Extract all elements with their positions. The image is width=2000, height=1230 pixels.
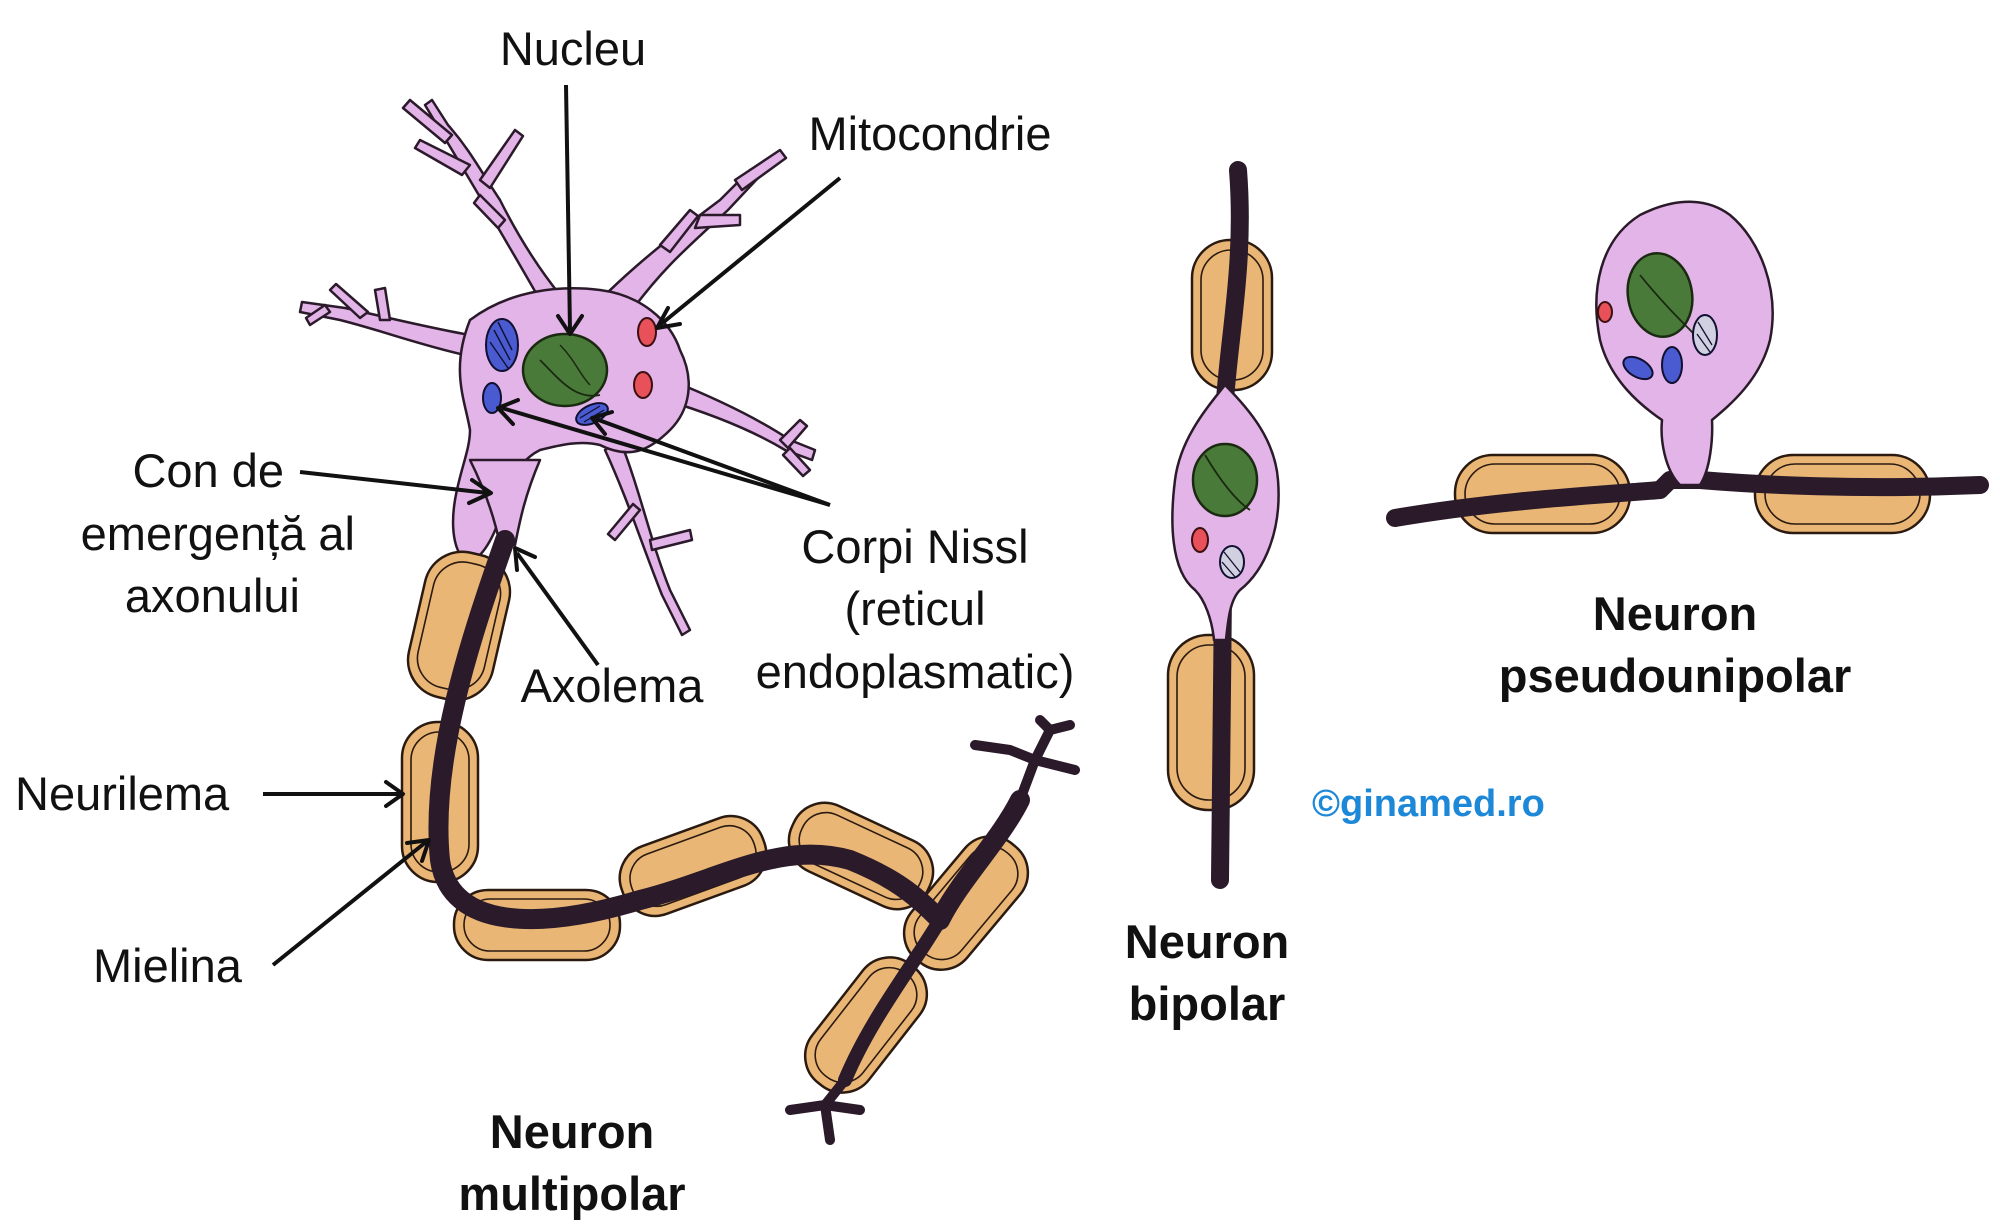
label-corpi-line3: endoplasmatic): [756, 645, 1075, 698]
label-con-line3: axonului: [125, 569, 300, 622]
pseudounipolar-neuron: [1386, 200, 1989, 535]
bipolar-neuron: [1166, 161, 1280, 889]
neuron-titles: Neuron multipolar Neuron bipolar Neuron …: [458, 587, 1851, 1220]
label-corpi-line2: (reticul: [844, 582, 985, 635]
label-con-line2: emergență al: [81, 507, 355, 560]
label-axolema: Axolema: [521, 659, 705, 712]
pseudounipolar-mitochondrion: [1597, 301, 1613, 323]
bipolar-nucleus: [1191, 442, 1259, 518]
label-mitocondrie: Mitocondrie: [809, 107, 1052, 160]
multipolar-nucleus: [521, 332, 609, 408]
title-multipolar-line2: multipolar: [458, 1167, 685, 1220]
multipolar-mitochondria: [633, 317, 657, 399]
pseudounipolar-soma: [1595, 200, 1774, 487]
label-corpi-line1: Corpi Nissl: [801, 520, 1028, 573]
label-mielina: Mielina: [93, 939, 243, 992]
label-nucleu: Nucleu: [500, 22, 646, 75]
bipolar-myelin-bottom: [1166, 633, 1256, 812]
pseudounipolar-nissl-bodies: [1622, 314, 1718, 384]
multipolar-nissl-bodies: [482, 318, 609, 426]
multipolar-axon-terminals: [785, 715, 1080, 1145]
watermark: ©ginamed.ro: [1312, 783, 1545, 825]
title-bipolar-line2: bipolar: [1129, 977, 1286, 1030]
title-bipolar-line1: Neuron: [1125, 915, 1290, 968]
title-pseudounipolar-line2: pseudounipolar: [1499, 649, 1852, 702]
label-con-line1: Con de: [132, 444, 284, 497]
title-pseudounipolar-line1: Neuron: [1593, 587, 1758, 640]
label-arrows: [263, 84, 842, 967]
multipolar-dendrites: [298, 98, 817, 637]
bipolar-mitochondrion: [1191, 527, 1209, 553]
label-neurilema: Neurilema: [15, 767, 230, 820]
multipolar-neuron: [298, 98, 1080, 1145]
title-multipolar-line1: Neuron: [490, 1105, 655, 1158]
labels: Nucleu Mitocondrie Con de emergență al a…: [15, 22, 1074, 992]
